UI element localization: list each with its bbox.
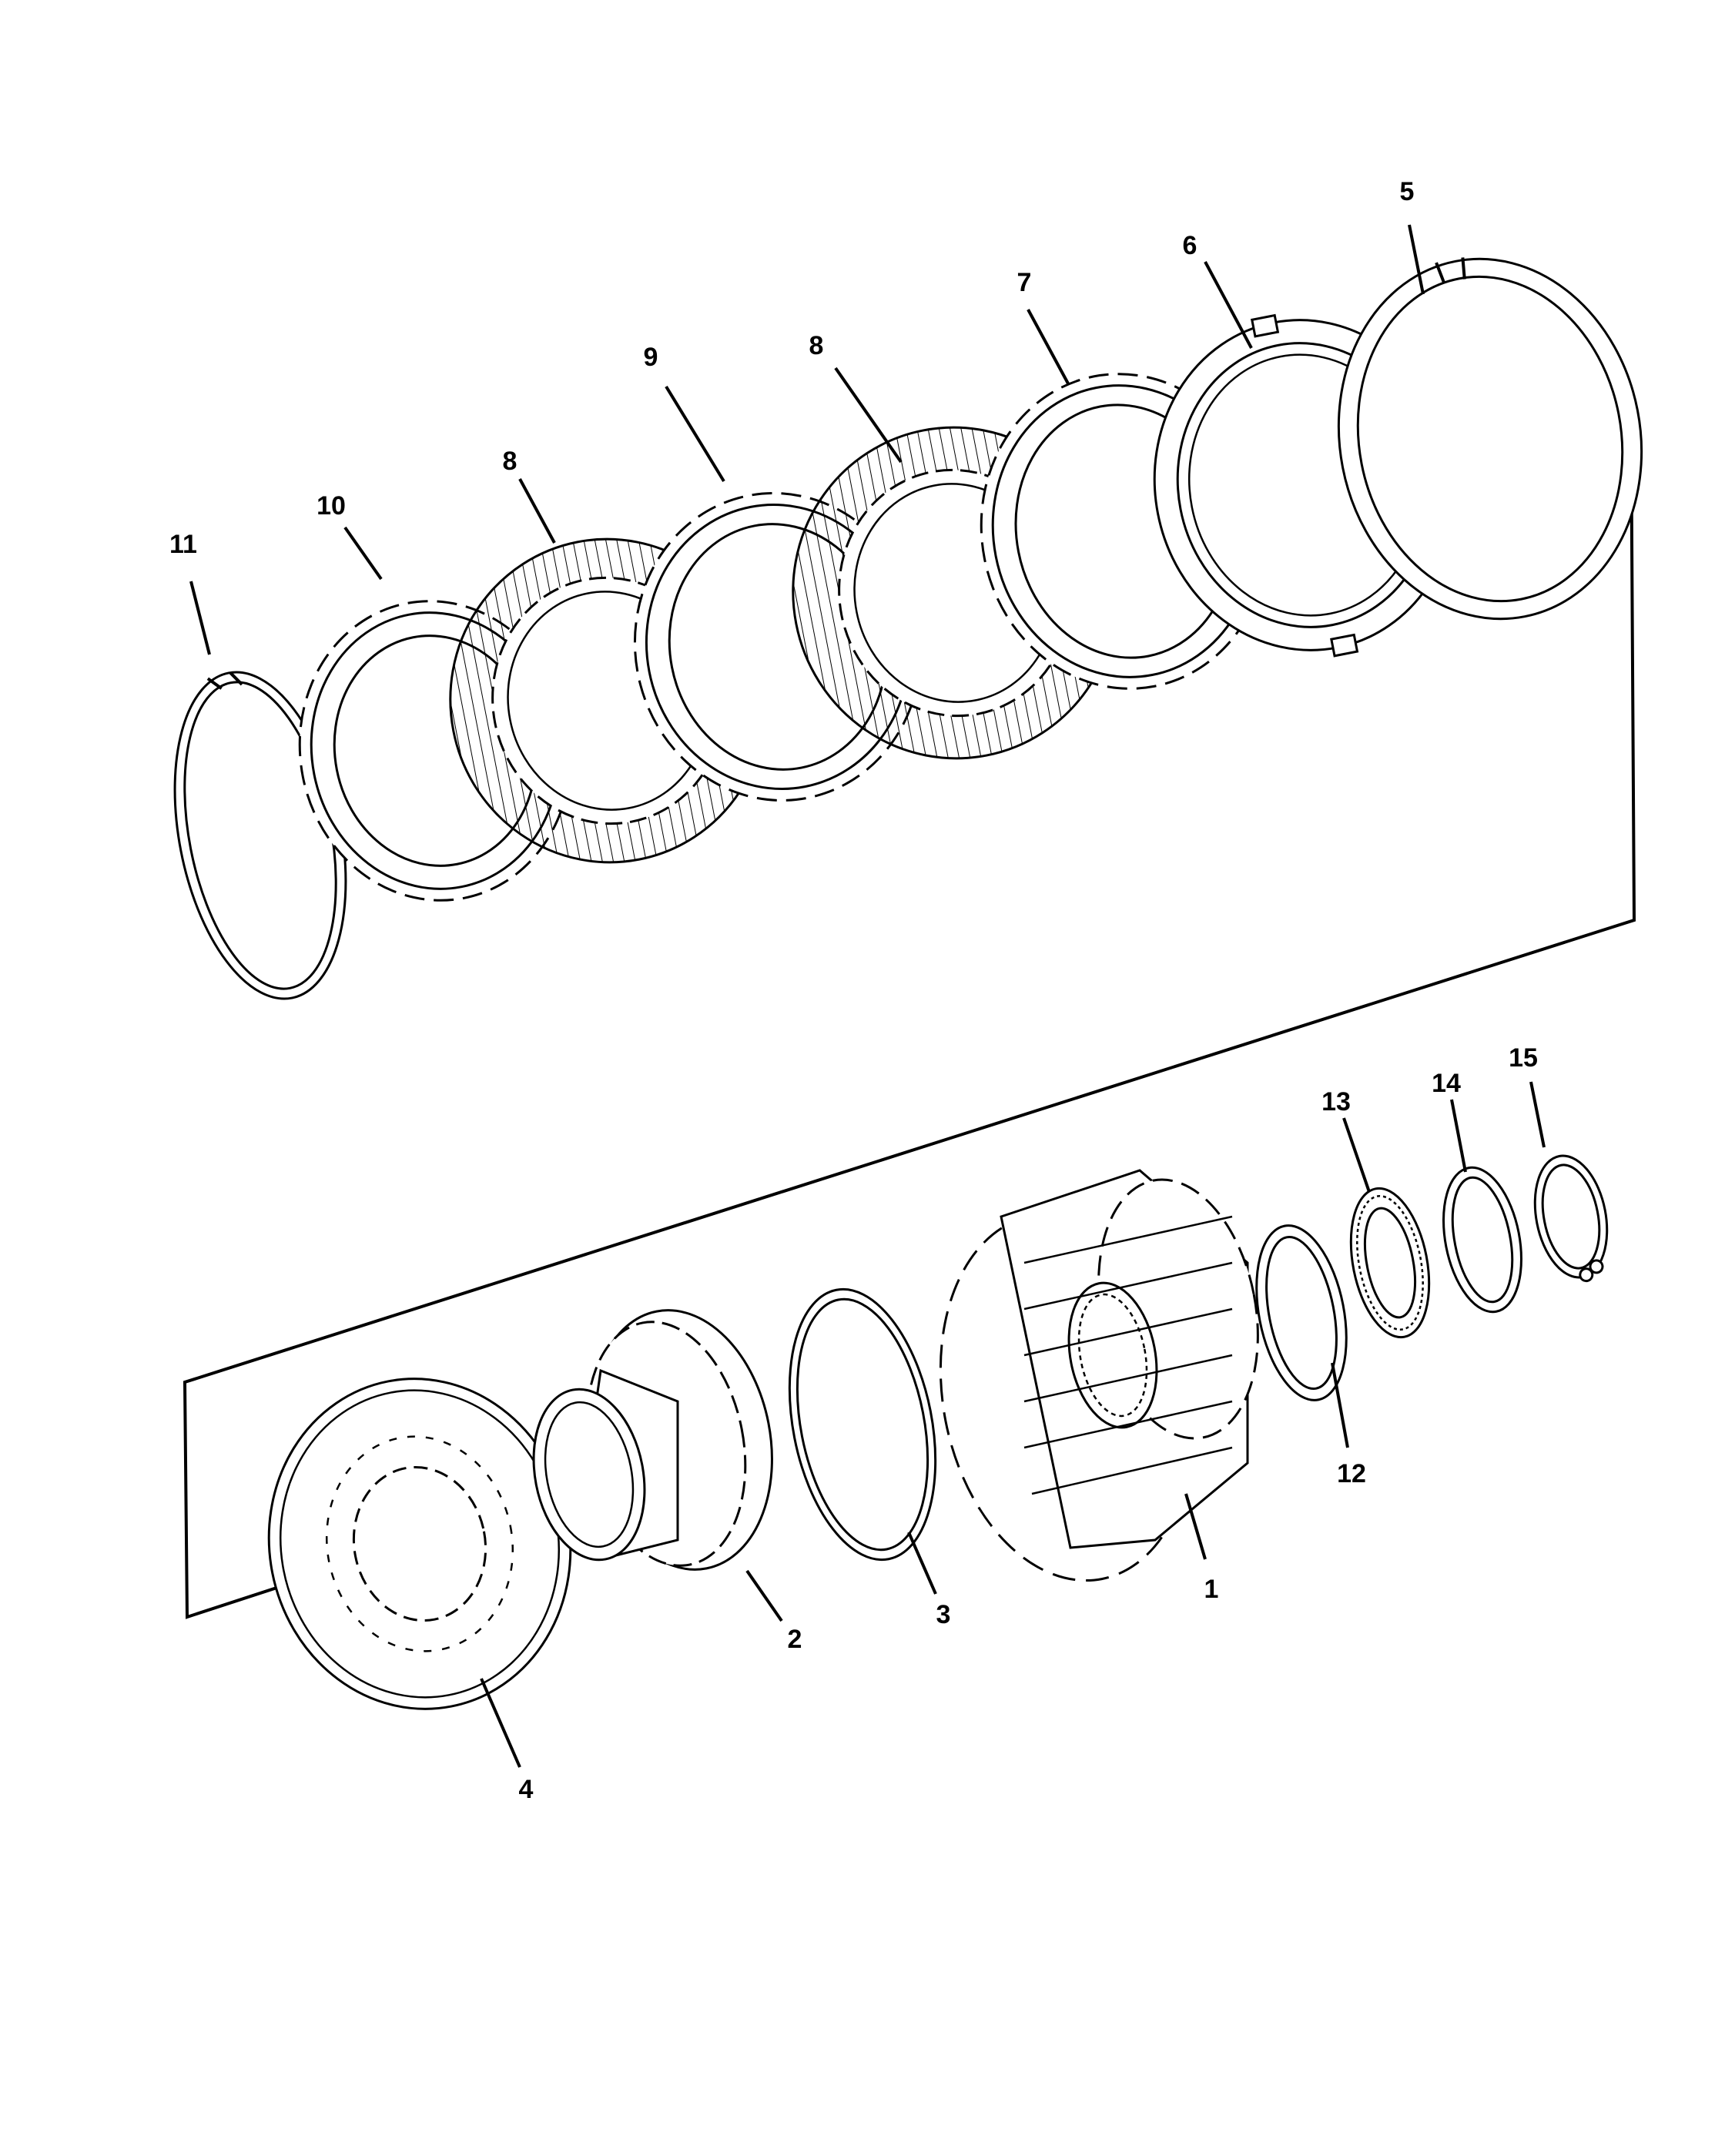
callout-4: 4 (519, 1775, 534, 1804)
callout-5: 5 (1400, 177, 1415, 206)
callout-3: 3 (936, 1600, 951, 1629)
callout-11: 11 (169, 530, 197, 559)
callout-1: 1 (1204, 1575, 1219, 1604)
part-1-clutch-drum (939, 1169, 1259, 1582)
part-14-thrust-washer (1442, 1166, 1522, 1314)
callout-15: 15 (1509, 1043, 1538, 1073)
part-5-snap-ring (1337, 257, 1643, 621)
part-2-hub (532, 1309, 773, 1571)
callout-8-left: 8 (503, 447, 518, 476)
leader-lines (189, 224, 1546, 1768)
callout-14: 14 (1432, 1069, 1461, 1098)
callout-2: 2 (788, 1625, 802, 1654)
callout-9: 9 (644, 343, 658, 372)
callout-10: 10 (317, 491, 346, 521)
part-13-thrust-bearing (1349, 1187, 1431, 1339)
callout-12: 12 (1337, 1459, 1366, 1488)
callout-labels: 11 10 8 9 8 7 6 5 1 2 3 4 12 13 14 15 (169, 177, 1538, 1804)
part-15-retaining-ring (1533, 1154, 1609, 1283)
callout-6: 6 (1183, 231, 1197, 260)
callout-7: 7 (1017, 268, 1032, 297)
part-4-spring-plate (267, 1378, 572, 1710)
part-12-thrust-washer (1255, 1224, 1348, 1401)
callout-13: 13 (1321, 1087, 1351, 1116)
callout-8-right: 8 (809, 331, 824, 360)
part-3-seal-ring (788, 1287, 937, 1562)
